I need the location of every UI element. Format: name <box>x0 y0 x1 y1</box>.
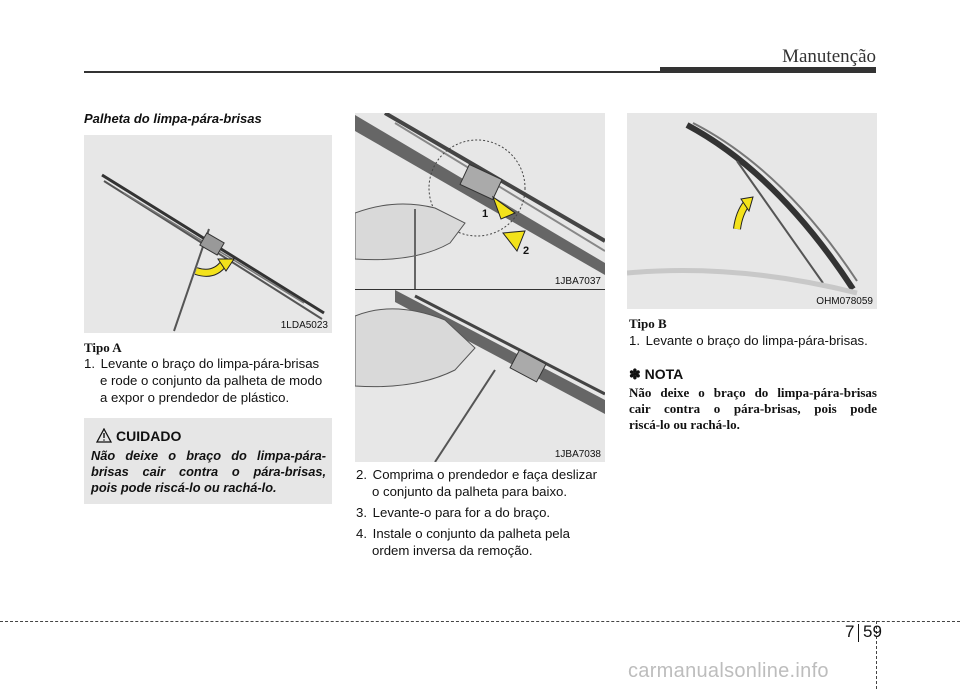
step-number: 3. <box>356 505 367 520</box>
figure-wiper-type-a: 1LDA5023 <box>84 135 332 333</box>
step-text: e rode o conjunto da palheta de modo <box>100 373 323 388</box>
section-heading: Palheta do limpa-pára-brisas <box>84 111 262 126</box>
figure-blade-removal: 1JBA7038 <box>355 290 605 462</box>
wiper-type-b-illustration <box>627 122 858 296</box>
callout-2: 2 <box>523 245 530 257</box>
tipo-b-heading: Tipo B <box>629 316 667 331</box>
figure-clip-press: 1 2 1JBA7037 <box>355 113 605 289</box>
nota-text: Não deixe o braço do limpa-pára-brisas c… <box>629 385 877 433</box>
tipo-b-step-1: 1. Levante o braço do limpa-pára-brisas. <box>629 332 879 349</box>
callout-1: 1 <box>482 208 489 220</box>
figure-divider <box>355 289 605 290</box>
step-number: 1. <box>84 356 95 371</box>
step-number: 1. <box>629 333 640 348</box>
caution-title: CUIDADO <box>116 428 182 444</box>
caution-line: brisas cair contra o pára-brisas, <box>91 464 326 479</box>
tipo-a-heading: Tipo A <box>84 340 122 355</box>
wiper-blade-illustration <box>101 173 325 332</box>
step-text: Levante o braço do limpa-pára-brisas <box>100 356 320 371</box>
step-text: a expor o prendedor de plástico. <box>100 390 290 405</box>
step-number: 2. <box>356 467 367 482</box>
clip-press-illustration <box>355 113 605 289</box>
step-number: 4. <box>356 526 367 541</box>
figure-code: 1JBA7038 <box>552 449 603 460</box>
watermark: carmanualsonline.info <box>628 660 829 682</box>
figure-code: 1LDA5023 <box>278 320 330 331</box>
caution-text: Não deixe o braço do limpa-pára- brisas … <box>91 448 326 496</box>
figure-wiper-type-b: OHM078059 <box>627 113 877 309</box>
caution-line: pois pode riscá-lo ou rachá-lo. <box>91 480 277 495</box>
step-text: Instale o conjunto da palheta pela <box>372 526 570 541</box>
chapter-title: Manutenção <box>782 46 876 67</box>
page-number: 59 <box>863 622 882 641</box>
blade-removal-illustration <box>355 290 605 462</box>
footer-rule <box>0 621 960 622</box>
step-text: o conjunto da palheta para baixo. <box>372 484 568 499</box>
figure-code: OHM078059 <box>814 296 875 307</box>
caution-box <box>84 418 332 504</box>
step-text: Levante-o para for a do braço. <box>372 505 551 520</box>
nota-line: Não deixe o braço do limpa-pára-brisas <box>629 385 877 400</box>
page-separator <box>858 624 859 642</box>
step-text: Comprima o prendedor e faça deslizar <box>372 467 597 482</box>
step-text: ordem inversa da remoção. <box>372 543 533 558</box>
warning-triangle-icon <box>96 428 112 443</box>
footer-vertical-rule <box>876 621 877 689</box>
figure-code: 1JBA7037 <box>552 276 603 287</box>
chapter-number: 7 <box>845 622 855 641</box>
header-rule <box>84 71 660 73</box>
tipo-a-step-1: 1. Levante o braço do limpa-pára-brisas … <box>84 355 334 406</box>
steps-middle: 2. Comprima o prendedor e faça deslizar … <box>356 466 606 559</box>
step-text: Levante o braço do limpa-pára-brisas. <box>645 333 868 348</box>
nota-title: ✽ NOTA <box>629 366 684 382</box>
header-rule-thick <box>660 67 876 73</box>
caution-line: Não deixe o braço do limpa-pára- <box>91 448 326 463</box>
nota-line: cair contra o pára-brisas, pois pode <box>629 401 877 416</box>
nota-line: riscá-lo ou rachá-lo. <box>629 417 740 432</box>
